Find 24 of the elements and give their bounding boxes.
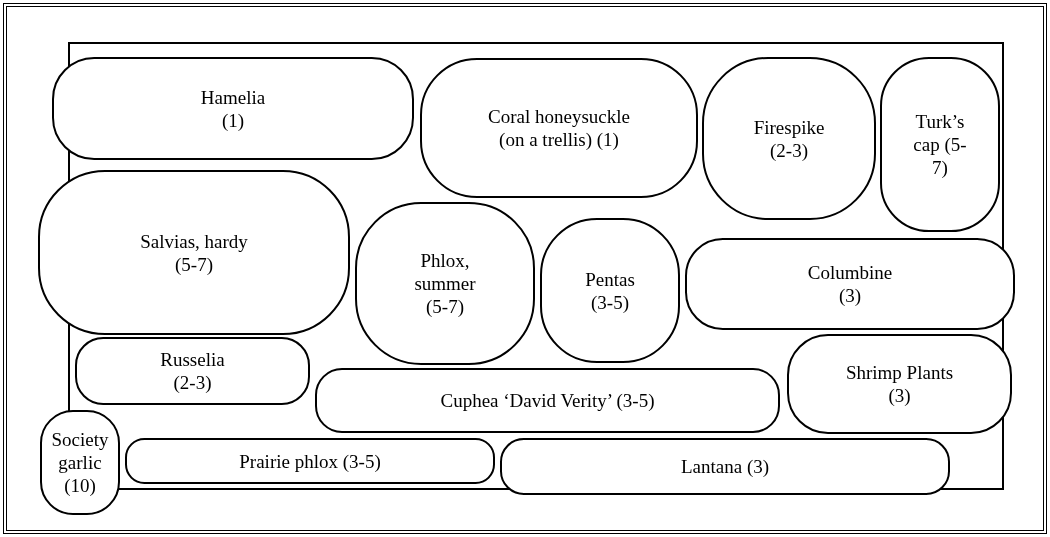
plant-label: Prairie phlox (3-5) — [239, 449, 381, 473]
planting-area — [500, 438, 950, 495]
plant-label: Salvias, hardy (5-7) — [139, 229, 249, 276]
plant-label: Phlox, summer (5-7) — [413, 249, 477, 318]
plant-label: Society garlic (10) — [50, 428, 110, 497]
plant-label: Pentas (3-5) — [584, 267, 636, 314]
planting-area — [125, 438, 495, 484]
planting-area — [685, 238, 1015, 330]
plant-label: Firespike (2-3) — [752, 115, 826, 162]
plant-label: Cuphea ‘David Verity’ (3-5) — [440, 389, 655, 412]
plant-label: Shrimp Plants (3) — [844, 361, 955, 407]
planting-area — [75, 337, 310, 405]
planting-area — [540, 218, 680, 363]
planting-area — [880, 57, 1000, 232]
plant-label: Hamelia (1) — [199, 85, 267, 132]
plant-label: Turk’s cap (5-7) — [912, 110, 968, 179]
planting-area — [52, 57, 414, 160]
planting-area — [787, 334, 1012, 434]
plant-label: Lantana (3) — [680, 455, 770, 478]
planting-area — [315, 368, 780, 433]
planting-area — [40, 410, 120, 515]
plant-label: Columbine (3) — [806, 261, 894, 307]
plant-label: Coral honeysuckle (on a trellis) (1) — [487, 105, 631, 151]
plant-label: Russelia (2-3) — [159, 348, 226, 394]
